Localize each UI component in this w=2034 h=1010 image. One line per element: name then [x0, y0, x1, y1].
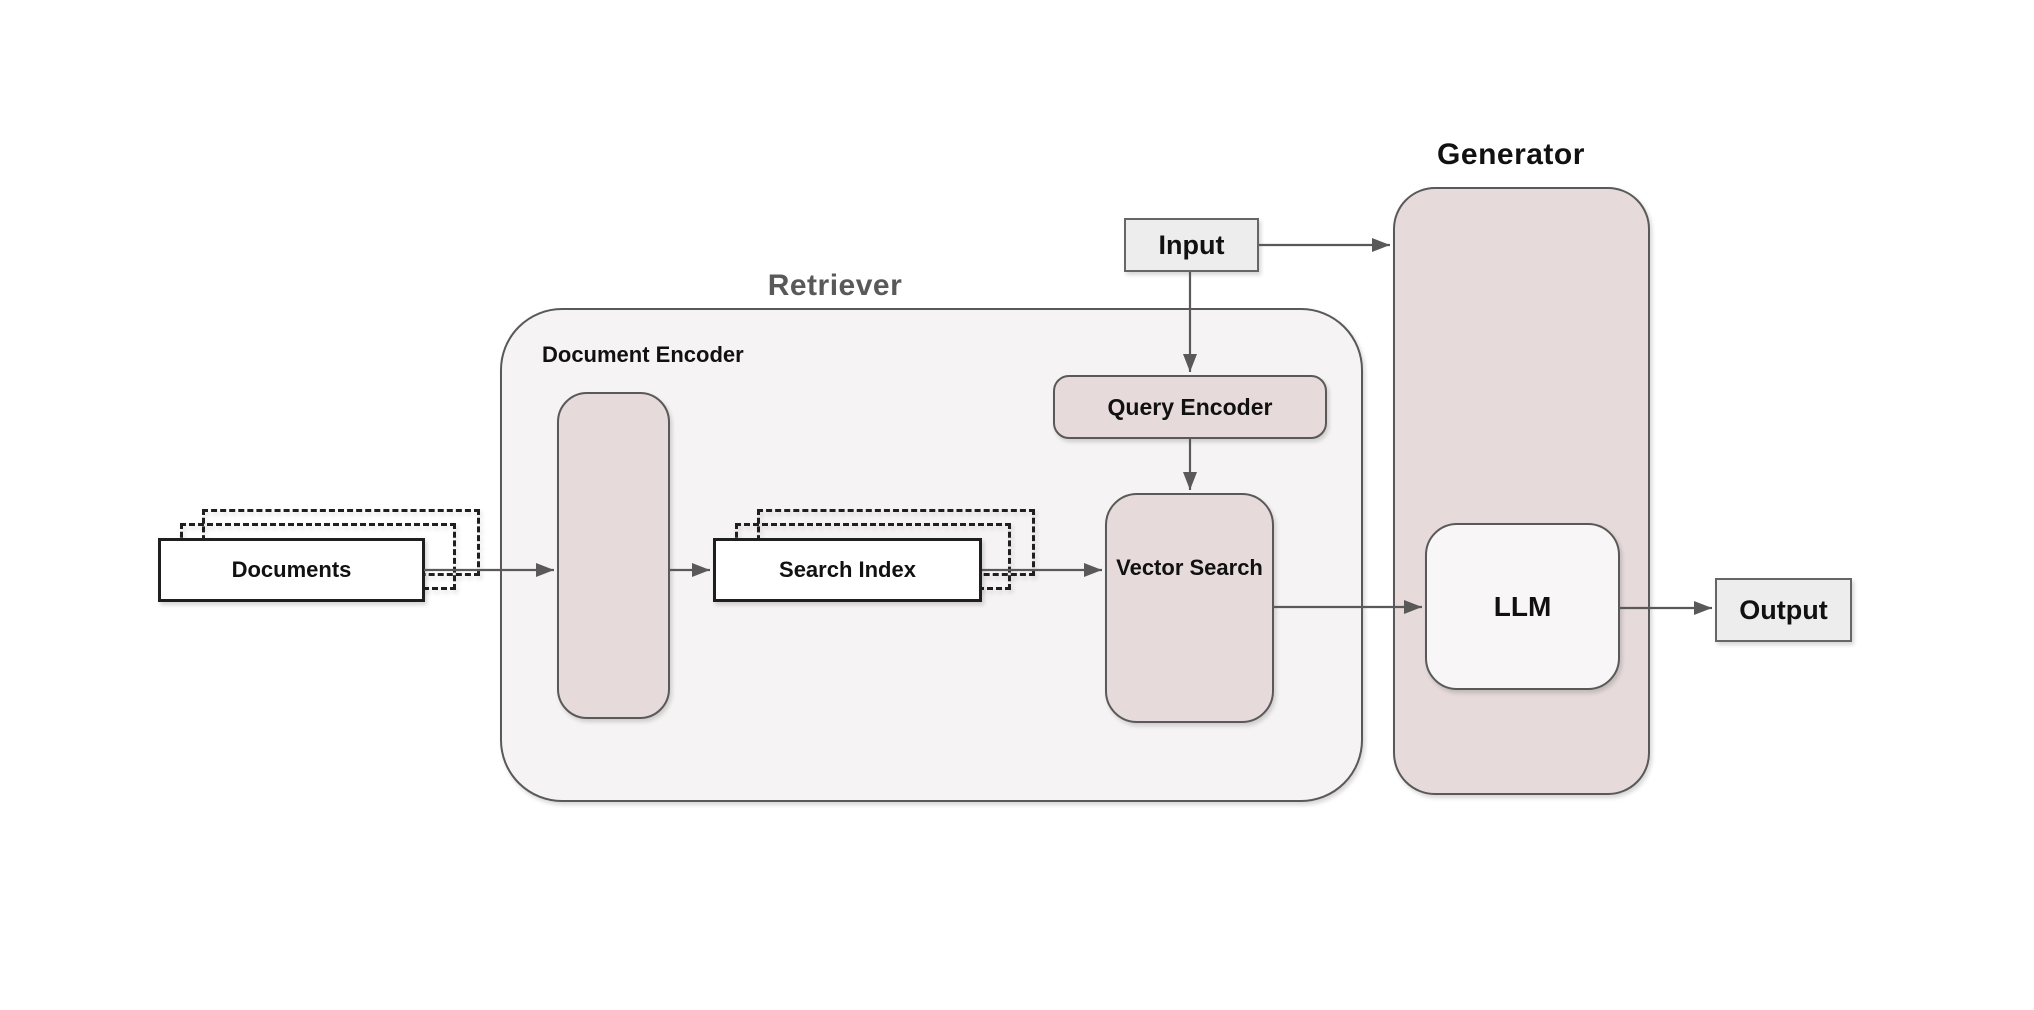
input-label: Input — [1158, 229, 1225, 260]
search-index-node: Search Index — [713, 538, 982, 602]
retriever-title: Retriever — [767, 269, 903, 302]
query-encoder-label: Query Encoder — [1107, 393, 1273, 420]
vector-search-label: Vector Search — [1116, 555, 1263, 580]
document-encoder-label: Document Encoder — [542, 342, 744, 367]
documents-label: Documents — [231, 557, 352, 582]
output-label: Output — [1739, 594, 1828, 625]
output-node: Output — [1715, 578, 1852, 642]
vector-search-node: Vector Search — [1105, 493, 1274, 723]
search-index-label: Search Index — [779, 557, 916, 582]
generator-group-box — [1393, 187, 1650, 795]
query-encoder-node: Query Encoder — [1053, 375, 1327, 439]
llm-node: LLM — [1425, 523, 1620, 690]
llm-label: LLM — [1493, 590, 1552, 622]
generator-title: Generator — [1437, 138, 1585, 171]
documents-node: Documents — [158, 538, 425, 602]
document-encoder-block — [557, 392, 670, 719]
input-node: Input — [1124, 218, 1259, 272]
